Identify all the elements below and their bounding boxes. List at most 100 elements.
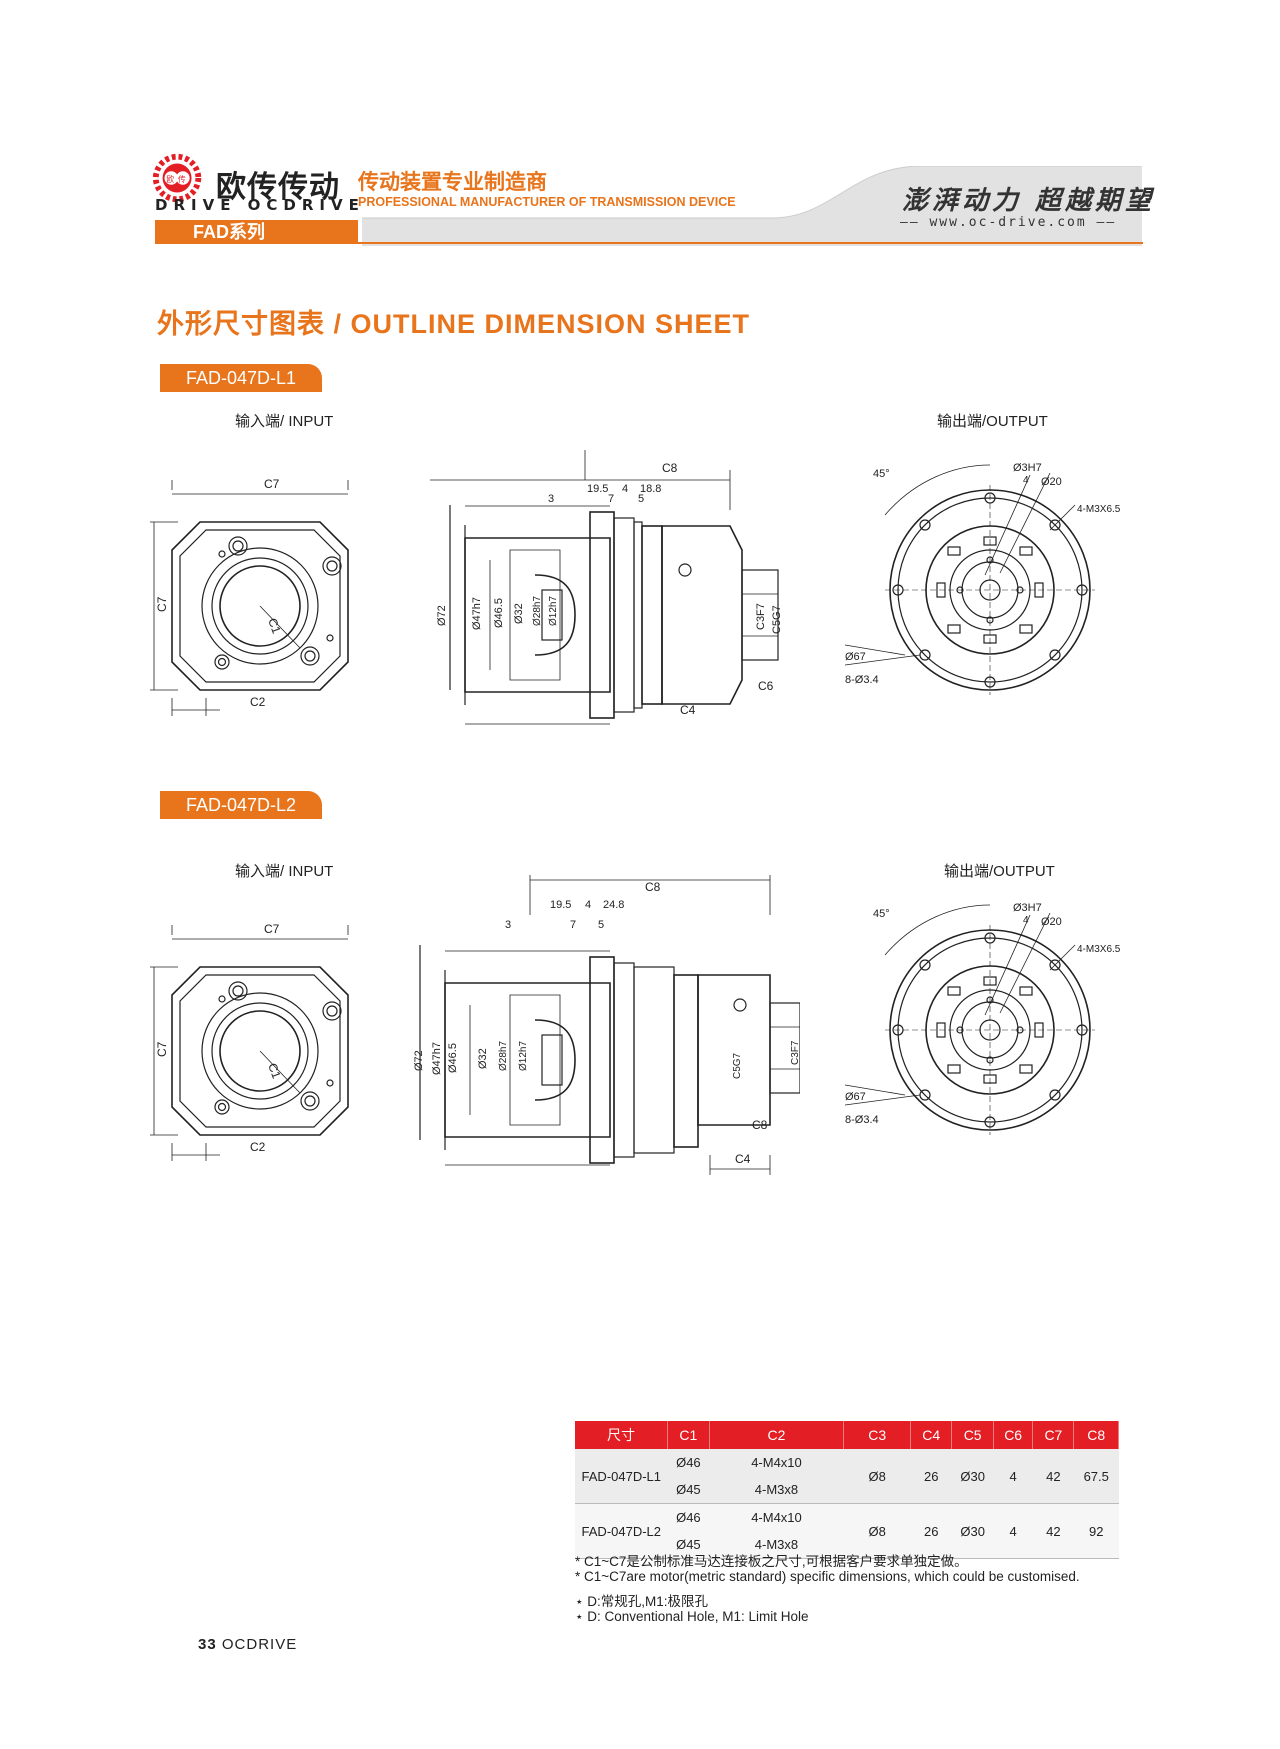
- table-cell-model: FAD-047D-L1: [575, 1449, 668, 1504]
- model-tag-l1: FAD-047D-L1: [160, 364, 322, 392]
- table-cell: 92: [1073, 1503, 1119, 1559]
- brand-name-cn: 欧传传动: [216, 171, 340, 204]
- dim-d20: Ø20: [1041, 916, 1062, 928]
- table-cell: Ø46: [667, 1449, 710, 1476]
- dim-195: 19.5: [587, 483, 608, 495]
- dim-c7-top: C7: [264, 922, 280, 936]
- table-cell: 4-M4x10: [709, 1449, 844, 1476]
- brand-name-en: DRIVE OCDRIVE: [155, 196, 365, 214]
- table-cell: Ø30: [951, 1503, 994, 1559]
- dim-d465: Ø46.5: [493, 598, 505, 628]
- table-header-cell: C3: [843, 1421, 912, 1449]
- input-view-drawing-l2: C7 C7 C1 C2: [150, 922, 349, 1161]
- dim-c7-side: C7: [155, 1041, 169, 1057]
- dim-c3f7: C3F7: [790, 1040, 800, 1065]
- table-row: FAD-047D-L2 Ø46 4-M4x10 Ø8 26 Ø30 4 42 9…: [575, 1503, 1119, 1559]
- table-header-cell: C7: [1032, 1421, 1075, 1449]
- table-header-cell: C2: [709, 1421, 845, 1449]
- dim-8d34: 8-Ø3.4: [845, 674, 879, 686]
- table-row: FAD-047D-L1 Ø46 4-M4x10 Ø8 26 Ø30 4 42 6…: [575, 1449, 1119, 1504]
- dim-c5g7: C5G7: [732, 1052, 743, 1079]
- dim-d28: Ø28h7: [498, 1041, 509, 1071]
- dim-d28: Ø28h7: [532, 596, 543, 626]
- table-cell: 26: [910, 1503, 952, 1559]
- dim-d3h7: Ø3H7: [1013, 462, 1042, 474]
- table-cell: Ø30: [951, 1449, 994, 1504]
- dim-c4: C4: [735, 1152, 751, 1166]
- website-text: www.oc-drive.com: [929, 215, 1087, 230]
- dim-3: 3: [505, 919, 511, 931]
- dim-4: 4: [622, 483, 628, 495]
- dim-c2: C2: [250, 695, 266, 709]
- dim-c6: C6: [758, 679, 774, 693]
- table-cell: Ø8: [843, 1503, 911, 1559]
- series-divider: [358, 242, 1143, 244]
- input-view-drawing-l1: C7 C7 C1 C2: [150, 477, 349, 716]
- tagline-cn: 传动装置专业制造商: [358, 171, 547, 194]
- dim-d20: Ø20: [1041, 476, 1062, 488]
- dim-d12: Ø12h7: [548, 596, 559, 626]
- dim-c1: C1: [265, 616, 284, 636]
- note-cn-2: ⋆ D:常规孔,M1:极限孔: [575, 1594, 708, 1609]
- dim-d72: Ø72: [436, 605, 448, 626]
- dim-c8: C8: [662, 461, 678, 475]
- dim-195: 19.5: [550, 899, 571, 911]
- dim-sq4: 4: [1023, 475, 1029, 486]
- dim-7: 7: [608, 493, 614, 505]
- page-footer: 33 OCDRIVE: [198, 1636, 297, 1653]
- input-label-l1: 输入端/ INPUT: [235, 413, 334, 430]
- table-cell: 4-M3x8: [709, 1476, 844, 1504]
- table-cell: Ø46: [667, 1503, 710, 1531]
- note-en-1: * C1~C7are motor(metric standard) specif…: [575, 1569, 1080, 1584]
- dim-d67: Ø67: [845, 651, 866, 663]
- table-cell: Ø8: [843, 1449, 911, 1504]
- dim-d67: Ø67: [845, 1091, 866, 1103]
- dim-d465: Ø46.5: [447, 1043, 459, 1073]
- dim-d72: Ø72: [413, 1050, 425, 1071]
- dim-4m3: 4-M3X6.5: [1077, 504, 1121, 515]
- dim-4: 4: [585, 899, 591, 911]
- table-cell: 4: [993, 1449, 1033, 1504]
- dim-sq4: 4: [1023, 915, 1029, 926]
- svg-text:欧: 欧: [166, 174, 174, 184]
- dim-d47: Ø47h7: [471, 597, 483, 630]
- dim-c7-side: C7: [155, 596, 169, 612]
- dim-4m3: 4-M3X6.5: [1077, 944, 1121, 955]
- table-header-cell: C6: [993, 1421, 1034, 1449]
- output-label-l1: 输出端/OUTPUT: [937, 413, 1048, 430]
- dim-d47: Ø47h7: [431, 1042, 443, 1075]
- dim-c8-bottom: C8: [752, 1118, 768, 1132]
- dim-c5g7: C5G7: [771, 605, 780, 634]
- table-header-cell: C4: [910, 1421, 953, 1449]
- dim-5: 5: [598, 919, 604, 931]
- note-cn-1: * C1~C7是公制标准马达连接板之尺寸,可根据客户要求单独定做。: [575, 1554, 968, 1569]
- table-cell: 42: [1032, 1449, 1074, 1504]
- dim-45deg: 45°: [873, 908, 890, 920]
- note-en-2: ⋆ D: Conventional Hole, M1: Limit Hole: [575, 1609, 809, 1624]
- page-title: 外形尺寸图表 / OUTLINE DIMENSION SHEET: [157, 309, 751, 339]
- dim-c4: C4: [680, 703, 696, 717]
- dim-d32: Ø32: [513, 603, 525, 624]
- model-tag-l2: FAD-047D-L2: [160, 791, 322, 819]
- output-label-l2: 输出端/OUTPUT: [944, 863, 1055, 880]
- dim-d3h7: Ø3H7: [1013, 902, 1042, 914]
- output-view-drawing-l2: 45° Ø3H7 4 Ø20 4-M3X6.5 Ø67 8-Ø3.4: [845, 902, 1121, 1135]
- page-number: 33: [198, 1636, 217, 1653]
- table-cell: 42: [1032, 1503, 1074, 1559]
- dim-c8: C8: [645, 880, 661, 894]
- table-cell: 4-M3x8: [709, 1531, 844, 1559]
- dim-7: 7: [570, 919, 576, 931]
- dim-c2: C2: [250, 1140, 266, 1154]
- dim-188: 18.8: [640, 483, 661, 495]
- dim-45deg: 45°: [873, 468, 890, 480]
- dim-c3f7: C3F7: [755, 603, 767, 630]
- header-band: [362, 166, 1142, 246]
- side-view-drawing-l2: C8 19.5 4 24.8 3 7 5 Ø72 Ø47h7 Ø46.5 Ø32…: [413, 875, 800, 1175]
- table-header-cell: C5: [951, 1421, 994, 1449]
- dim-5: 5: [638, 493, 644, 505]
- input-label-l2: 输入端/ INPUT: [235, 863, 334, 880]
- table-cell-model: FAD-047D-L2: [575, 1503, 668, 1559]
- table-cell: 4-M4x10: [709, 1503, 844, 1531]
- slogan: 澎湃动力 超越期望: [902, 186, 1156, 216]
- table-cell: 26: [910, 1449, 952, 1504]
